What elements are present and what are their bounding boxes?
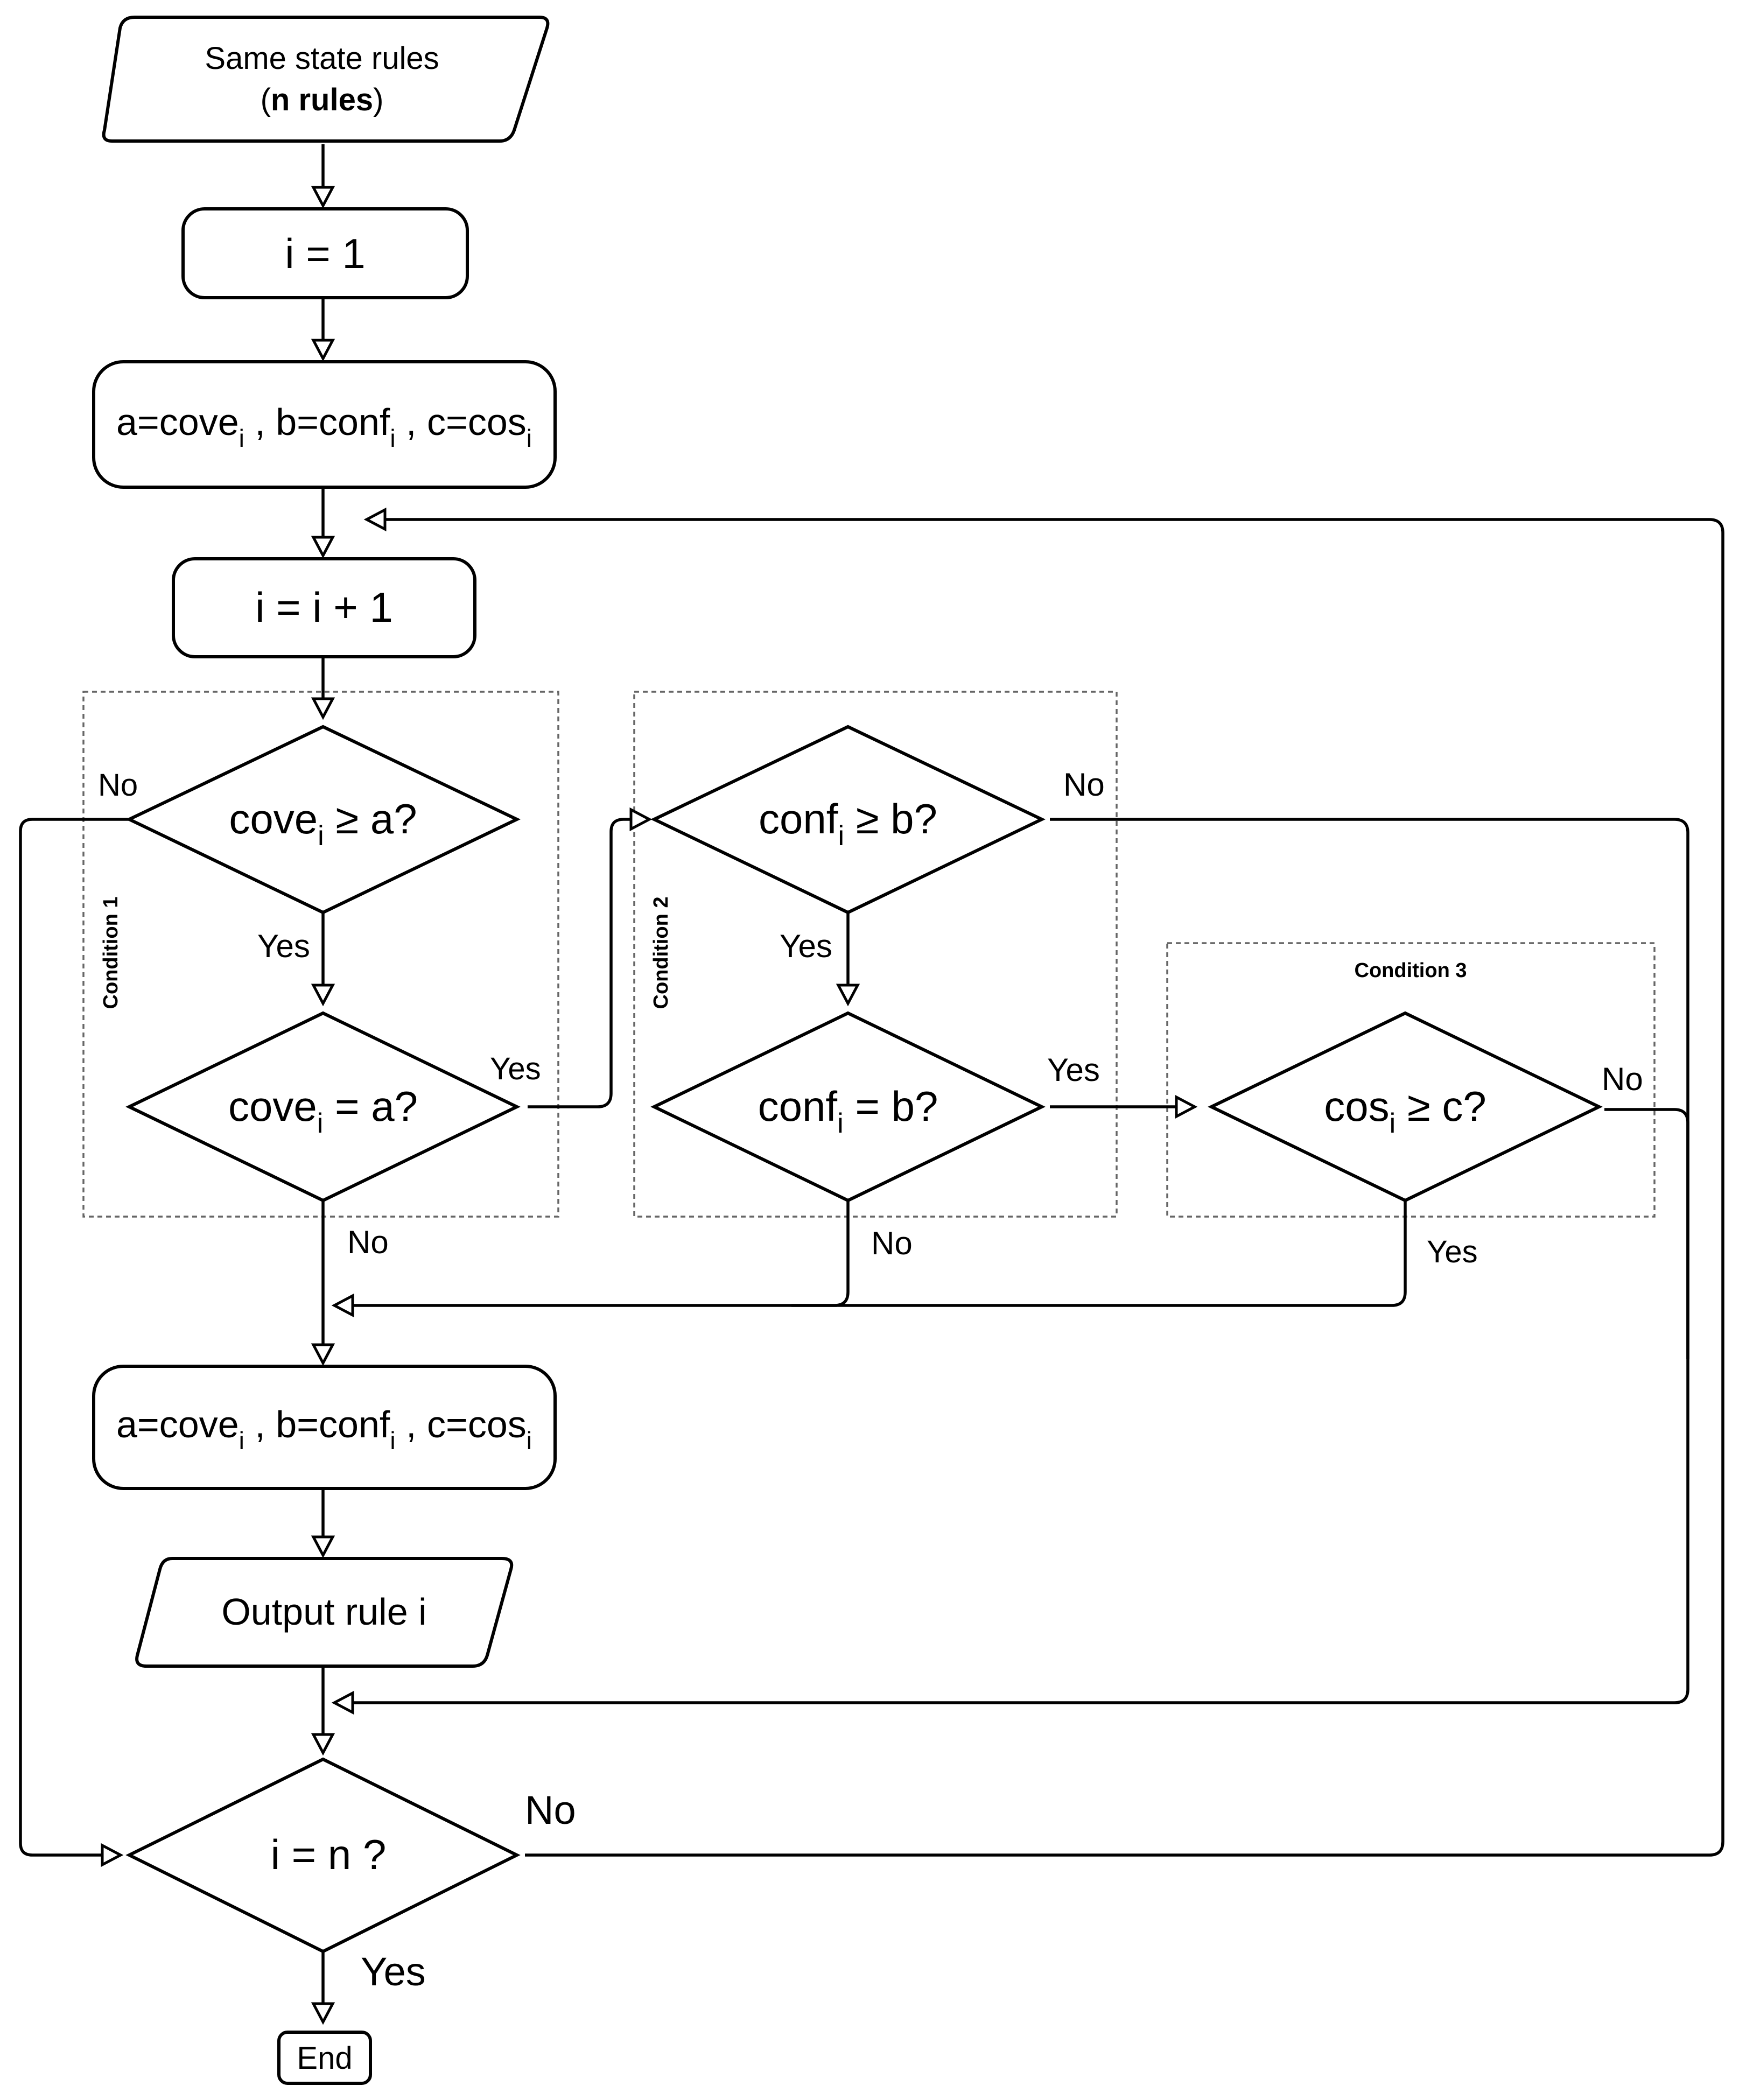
i-eq-n-decision bbox=[125, 1757, 521, 1954]
label-conf-eq-no: No bbox=[871, 1225, 913, 1261]
arrowhead bbox=[1175, 1094, 1198, 1119]
edge-cos-no bbox=[1604, 1108, 1689, 1359]
arrowhead bbox=[363, 507, 387, 532]
update-abc-label: a=covei , b=confi , c=cosi bbox=[116, 1403, 532, 1455]
condition-3-label: Condition 3 bbox=[1355, 959, 1467, 982]
conf-ge-b-label: confi ≥ b? bbox=[759, 795, 937, 852]
label-cos-yes: Yes bbox=[1427, 1234, 1478, 1269]
init-i-label: i = 1 bbox=[285, 230, 366, 277]
increment-label: i = i + 1 bbox=[255, 584, 393, 631]
label-cove-eq-no: No bbox=[347, 1224, 389, 1260]
condition-1-group bbox=[82, 691, 559, 1218]
edge-cos-yes bbox=[353, 1200, 1407, 1307]
update-abc-node bbox=[92, 1365, 557, 1490]
arrowhead bbox=[311, 536, 335, 559]
condition-2-group bbox=[633, 691, 1118, 1218]
end-node bbox=[277, 2031, 372, 2085]
arrowhead bbox=[101, 1843, 124, 1867]
init-abc-node bbox=[92, 360, 557, 489]
edge-cove-ge-no bbox=[19, 818, 129, 1857]
label-cove-eq-yes: Yes bbox=[490, 1051, 541, 1086]
conf-eq-b-decision bbox=[650, 1011, 1046, 1203]
output-rule-label: Output rule i bbox=[221, 1591, 426, 1633]
cove-ge-a-label: covei ≥ a? bbox=[229, 795, 417, 852]
i-eq-n-label: i = n ? bbox=[271, 1831, 387, 1878]
output-rule-node bbox=[135, 1557, 514, 1668]
arrowhead bbox=[311, 339, 335, 362]
label-cove-ge-yes: Yes bbox=[257, 928, 310, 964]
increment-node bbox=[172, 557, 476, 658]
condition-3-group bbox=[1166, 942, 1656, 1218]
input-rules-node bbox=[102, 16, 550, 143]
conf-eq-b-label: confi = b? bbox=[758, 1083, 938, 1139]
input-rules-line1: Same state rules bbox=[205, 41, 439, 76]
label-conf-ge-yes: Yes bbox=[780, 928, 832, 964]
arrowhead bbox=[311, 2002, 335, 2025]
condition-1-label: Condition 1 bbox=[100, 897, 122, 1009]
arrowhead bbox=[311, 1733, 335, 1756]
arrowhead bbox=[311, 697, 335, 720]
init-i-node bbox=[181, 207, 469, 299]
edge-conf-ge-no bbox=[353, 818, 1689, 1704]
conf-ge-b-decision bbox=[650, 725, 1046, 915]
label-cos-no: No bbox=[1602, 1061, 1643, 1097]
edge-cove-eq-yes bbox=[528, 818, 631, 1108]
arrowhead bbox=[311, 1535, 335, 1558]
cove-eq-a-label: covei = a? bbox=[228, 1083, 418, 1139]
arrowhead bbox=[311, 186, 335, 209]
cove-ge-a-decision bbox=[125, 725, 521, 915]
arrowhead bbox=[331, 1690, 354, 1715]
cove-eq-a-decision bbox=[125, 1011, 521, 1203]
label-conf-ge-no: No bbox=[1063, 767, 1105, 803]
label-i-eq-n-yes: Yes bbox=[361, 1949, 426, 1994]
label-i-eq-n-no: No bbox=[525, 1788, 576, 1832]
arrowhead bbox=[311, 1343, 335, 1366]
edge-check-no bbox=[385, 518, 1724, 1857]
label-cove-ge-no: No bbox=[98, 768, 138, 803]
arrowhead bbox=[311, 984, 335, 1007]
arrowhead bbox=[331, 1293, 354, 1318]
label-conf-eq-yes: Yes bbox=[1047, 1052, 1100, 1088]
input-rules-line2: (n rules) bbox=[261, 82, 384, 117]
condition-2-label: Condition 2 bbox=[650, 897, 672, 1009]
arrowhead bbox=[629, 807, 653, 832]
init-abc-label: a=covei , b=confi , c=cosi bbox=[116, 401, 532, 452]
cos-ge-c-label: cosi ≥ c? bbox=[1324, 1083, 1486, 1139]
arrowhead bbox=[836, 984, 860, 1007]
cos-ge-c-decision bbox=[1208, 1011, 1603, 1203]
end-label: End bbox=[297, 2041, 352, 2076]
